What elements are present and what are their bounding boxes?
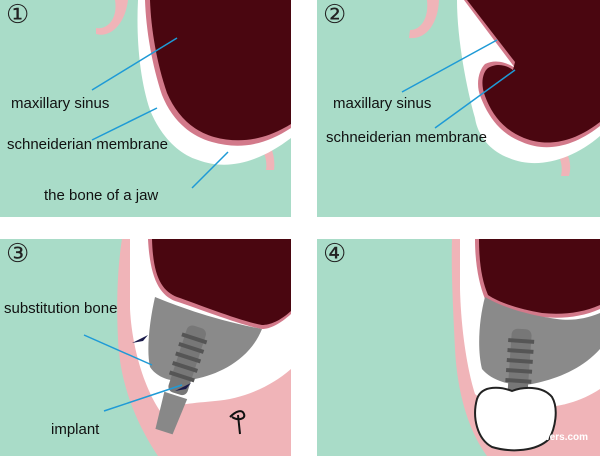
implant-thread — [172, 361, 199, 373]
substitution-bone-graft — [148, 297, 262, 381]
implant-abutment — [155, 391, 188, 435]
step-number: ① — [6, 0, 30, 30]
maxillary-sinus — [479, 239, 600, 314]
step-2-panel: ② maxillary sinus schneiderian membrane — [317, 0, 600, 217]
suture-icon — [229, 410, 246, 435]
step-1-illustration — [91, 0, 291, 189]
step-number: ④ — [323, 239, 347, 269]
implant — [155, 325, 208, 435]
step-3-panel: ③ substitution bone implant — [0, 239, 291, 456]
step-4-panel: ④ OralAnswers.com — [317, 239, 600, 456]
implant-thread — [505, 367, 533, 374]
gum-tissue — [96, 0, 128, 35]
marker-arrow — [132, 335, 148, 343]
label-schneiderian-membrane: schneiderian membrane — [326, 129, 487, 146]
label-substitution-bone: substitution bone — [4, 300, 118, 317]
maxillary-sinus — [467, 0, 600, 143]
label-maxillary-sinus: maxillary sinus — [333, 95, 432, 112]
leader-line — [103, 384, 183, 412]
leader-line — [401, 39, 498, 93]
leader-line — [91, 37, 178, 91]
implant — [505, 328, 535, 398]
step-number: ③ — [6, 239, 30, 269]
implant-thread — [181, 332, 208, 345]
implant-thread — [168, 370, 195, 383]
step-2-illustration — [401, 0, 600, 176]
label-schneiderian-membrane: schneiderian membrane — [7, 136, 168, 153]
step-3-illustration — [83, 239, 291, 456]
substitution-bone-graft — [479, 297, 600, 385]
crown — [474, 386, 557, 452]
implant-thread — [505, 377, 532, 384]
implant-thread — [175, 351, 202, 364]
label-implant: implant — [51, 421, 100, 438]
leader-line — [91, 107, 158, 141]
maxillary-sinus — [152, 239, 291, 325]
step-4-illustration — [451, 239, 600, 456]
label-maxillary-sinus: maxillary sinus — [11, 95, 110, 112]
implant-thread — [508, 338, 535, 344]
gum-tissue — [409, 0, 439, 39]
implant-thread — [178, 342, 205, 354]
step-number: ② — [323, 0, 347, 30]
watermark: OralAnswers.com — [503, 432, 589, 443]
leader-line — [83, 334, 153, 366]
label-jaw-bone: the bone of a jaw — [44, 187, 159, 204]
implant-thread — [507, 348, 534, 354]
maxillary-sinus — [150, 0, 291, 141]
leader-line — [434, 69, 516, 129]
implant-thread — [506, 358, 533, 364]
leader-line — [191, 151, 229, 189]
implant-body — [168, 325, 206, 396]
marker-arrow — [175, 383, 191, 391]
step-1-panel: ① maxillary sinus schneiderian membrane … — [0, 0, 291, 217]
